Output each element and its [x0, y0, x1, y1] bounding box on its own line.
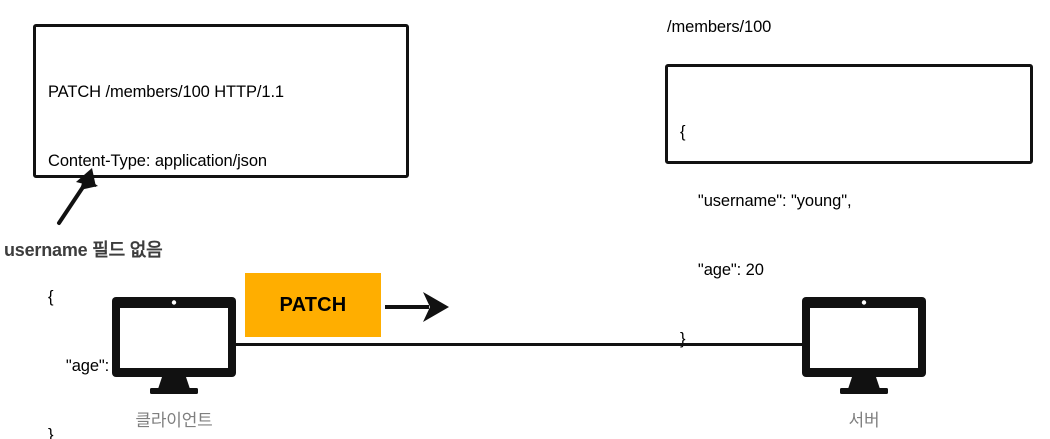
resource-state-box: { "username": "young", "age": 20 } [665, 64, 1033, 348]
request-body-open-brace: { [48, 288, 54, 306]
callout-arrow-icon [57, 168, 98, 225]
request-line: PATCH /members/100 HTTP/1.1 [48, 83, 285, 101]
resource-body-close-brace: } [680, 330, 686, 348]
server-monitor-icon [802, 297, 926, 394]
resource-body-field-age: "age": 20 [680, 261, 764, 279]
client-caption: 클라이언트 [135, 411, 213, 430]
arrow-right-icon [385, 292, 449, 322]
resource-path-label: /members/100 [667, 18, 772, 36]
http-method-badge: PATCH [245, 273, 381, 337]
request-header-content-type: Content-Type: application/json [48, 152, 267, 170]
resource-state-code: { "username": "young", "age": 20 } [680, 75, 1022, 397]
request-body-close-brace: } [48, 426, 54, 439]
server-caption: 서버 [848, 411, 880, 430]
resource-body-open-brace: { [680, 123, 686, 141]
client-server-connection-line [225, 343, 815, 346]
http-method-label: PATCH [279, 293, 347, 316]
client-monitor-icon [112, 297, 236, 394]
annotation-no-username-field: username 필드 없음 [4, 240, 163, 260]
resource-body-field-username: "username": "young", [680, 192, 852, 210]
http-request-box: PATCH /members/100 HTTP/1.1 Content-Type… [33, 24, 409, 439]
